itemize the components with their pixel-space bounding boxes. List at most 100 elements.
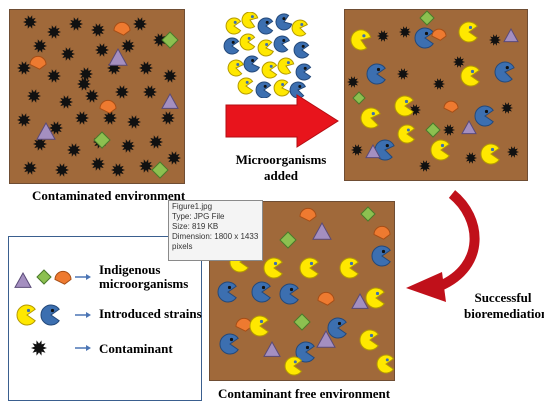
pacman-yellow-icon [460,65,480,87]
pacman-yellow-icon [291,19,308,37]
pacman-yellow-icon [227,59,244,77]
pacman-eye [505,66,509,70]
pacman-blue-icon [371,245,391,267]
pacman-yellow-icon [277,57,295,75]
contaminant-blob-icon [139,61,153,75]
contaminant-blob-icon [69,17,83,31]
contaminant-blob-icon [501,102,513,114]
pacman-blue-icon [251,281,271,303]
pacman-eye [50,308,55,313]
pacman-eye [362,34,366,38]
pacman-blue-icon [327,317,347,339]
pacman-blue-icon [255,81,272,98]
pacman-eye [376,67,381,72]
pacman-eye [265,20,269,24]
pacman-blue-icon [223,37,240,55]
pacman-blue-icon [414,27,434,49]
contaminant-blob-icon [133,17,147,31]
triangle-icon [461,119,477,135]
contaminant-blob-icon [33,137,47,151]
half-circle-icon [113,21,131,36]
pacman-eye [229,337,234,342]
pacman-eye [263,84,267,88]
pacman-yellow-icon [480,143,500,165]
pacman-eye [381,249,386,254]
pacman-eye [490,147,495,152]
pacman-eye [375,291,380,296]
contaminant-free-caption: Contaminant free environment [218,386,391,401]
contaminant-blob-icon [127,115,141,129]
triangle-icon [36,121,56,140]
contaminant-blob-icon [143,85,157,99]
contaminant-blob-icon [91,157,105,171]
microorganisms-cluster [223,12,312,98]
pacman-eye [259,319,264,324]
pacman-yellow-icon [239,33,256,51]
contaminated-scene [17,15,181,179]
pacman-eye [371,112,375,116]
triangle-icon [365,143,381,159]
contaminant-blob-icon [85,89,99,103]
diamond-icon [352,91,366,105]
contaminant-blob-icon [465,152,477,164]
pacman-eye [301,44,305,48]
pacman-eye [250,15,254,19]
contaminant-blob-icon [419,160,431,172]
contaminant-blob-icon [23,161,37,175]
pacman-eye [424,31,429,36]
pacman-eye [282,17,286,21]
contaminant-blob-icon [443,124,455,136]
pacman-eye [273,261,278,266]
file-info-tooltip: Figure1.jpg Type: JPG File Size: 819 KB … [168,200,263,261]
contaminant-blob-icon [161,111,175,125]
pacman-eye [349,261,354,266]
contaminant-blob-icon [47,25,61,39]
contaminant-blob-icon [347,76,359,88]
contaminant-blob-icon [377,30,389,42]
contaminant-blob-icon [139,159,153,173]
pacman-eye [269,64,273,68]
contaminant-blob-icon [59,95,73,109]
pacman-yellow-icon [257,39,274,57]
contaminant-blob-icon [79,67,93,81]
pacman-yellow-icon [249,315,269,337]
triangle-icon [351,292,369,309]
pacman-blue-icon [40,304,60,326]
contaminant-blob-icon [507,146,519,158]
diamond-icon [419,10,435,26]
pacman-eye [468,25,473,30]
pacman-eye [293,360,297,364]
contaminant-blob-icon [31,340,47,356]
pacman-eye [286,61,290,65]
contaminant-blob-icon [17,61,31,75]
red-arrow-icon [225,94,339,148]
contaminant-blob-icon [55,163,69,177]
microorganisms-added-caption: Microorganisms added [235,152,327,183]
pacman-blue-icon [243,55,260,73]
pacman-blue-icon [474,105,494,127]
legend-arrow-head [86,312,91,318]
pacman-eye [247,36,251,40]
pacman-blue-icon [217,281,237,303]
contaminant-blob-icon [121,39,135,53]
pacman-yellow-icon [284,356,303,376]
pacman-eye [369,333,374,338]
pacman-yellow-icon [430,139,450,161]
contaminant-free-panel [209,201,395,381]
pacman-yellow-icon [16,304,36,326]
triangle-icon [108,47,128,66]
pacman-yellow-icon [350,29,372,51]
pacman-eye [309,261,314,266]
pacman-yellow-icon [397,124,416,144]
contaminant-blob-icon [33,39,47,53]
diamond-icon [279,231,297,249]
pacman-eye [282,39,286,42]
pacman-blue-icon [293,41,310,59]
curved-arrow-icon [406,190,480,302]
contaminant-blob-icon [49,121,63,135]
pacman-eye [236,63,240,66]
contaminant-blob-icon [17,113,31,127]
tooltip-type: Type: JPG File [172,212,225,221]
pacman-eye [300,23,304,26]
pacman-blue-icon [257,17,274,35]
